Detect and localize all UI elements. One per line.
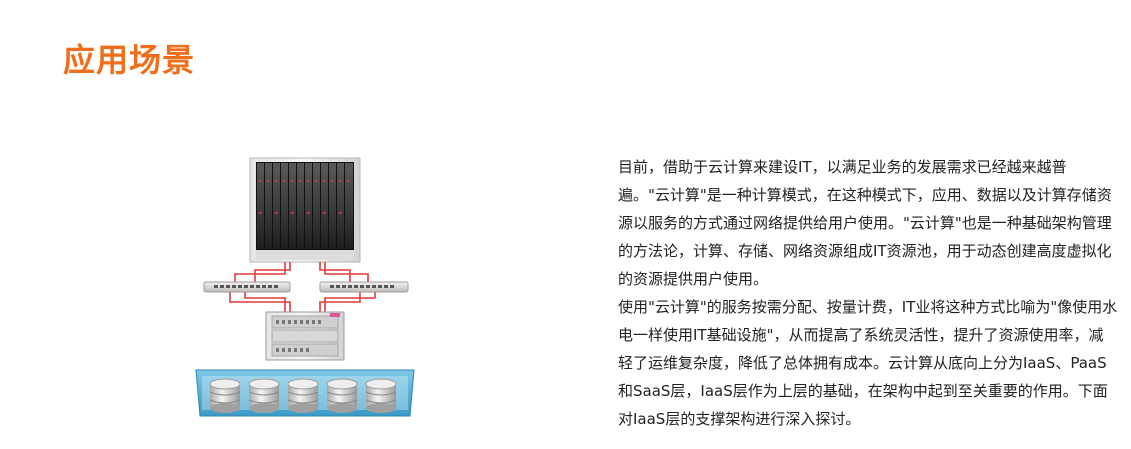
blade-server-icon (249, 157, 361, 263)
network-links (229, 262, 376, 312)
section-title: 应用场景 (63, 41, 196, 79)
description-paragraph: 使用"云计算"的服务按需分配、按量计费，IT业将这种方式比喻为"像使用水电一样使… (618, 298, 1118, 428)
network-switch-icon (203, 281, 291, 293)
cloud-architecture-illustration (190, 150, 430, 425)
description-text: 目前，借助于云计算来建设IT，以满足业务的发展需求已经越来越普遍。"云计算"是一… (618, 153, 1118, 433)
network-switch-icon (319, 281, 409, 293)
database-pool-icon (195, 369, 415, 417)
description-paragraph: 目前，借助于云计算来建设IT，以满足业务的发展需求已经越来越普遍。"云计算"是一… (618, 158, 1112, 288)
storage-array-icon (265, 311, 345, 361)
